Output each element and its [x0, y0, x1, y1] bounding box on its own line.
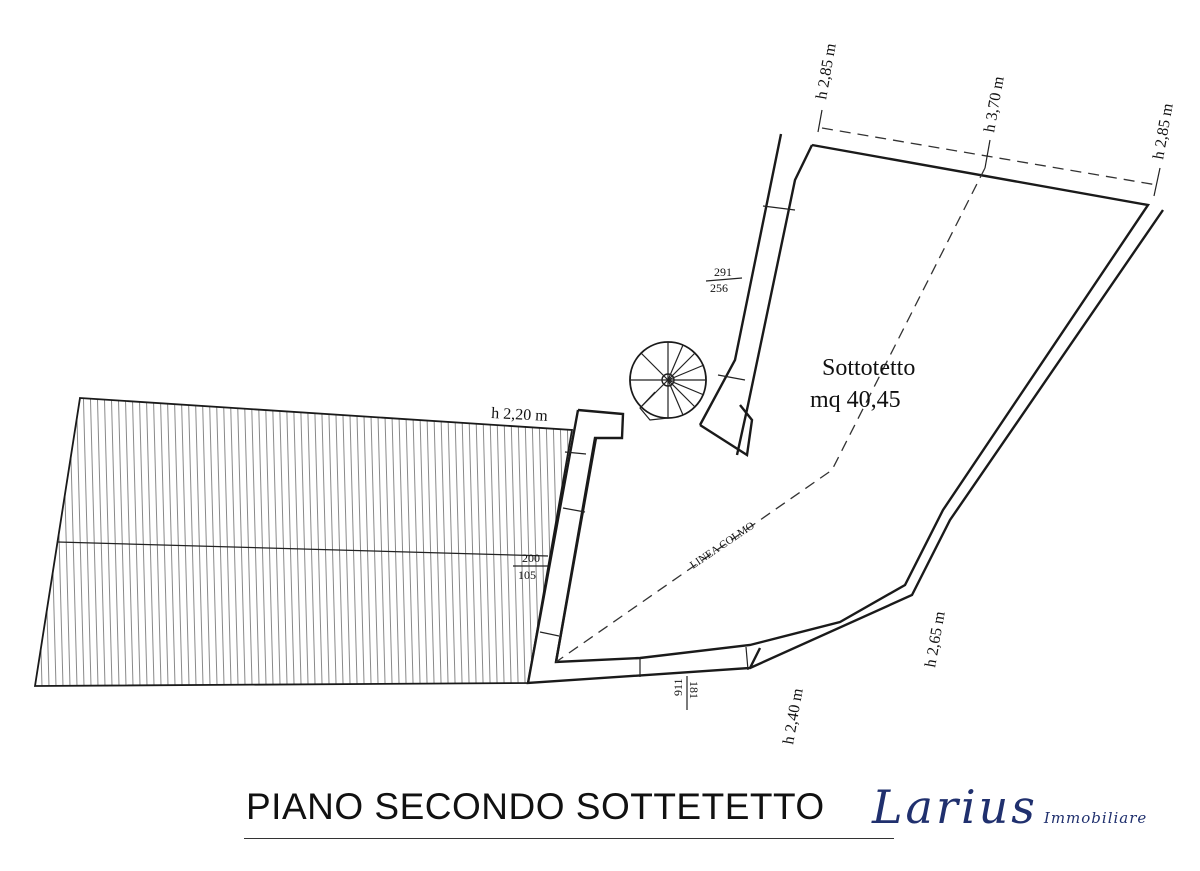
- title-underline: [244, 838, 894, 839]
- height-right: h 2,65 m: [922, 610, 949, 669]
- opening-marker-3: 911 181: [671, 676, 701, 710]
- svg-text:256: 256: [710, 281, 728, 295]
- brand-sub: Immobiliare: [1043, 809, 1148, 827]
- height-top-right: h 2,85 m: [1150, 102, 1177, 161]
- height-top-left: h 2,85 m: [813, 42, 840, 101]
- opening-marker-2: 200 105: [513, 551, 548, 582]
- svg-text:911: 911: [671, 678, 685, 696]
- svg-text:200: 200: [522, 551, 540, 565]
- ridge-label: LINEA COLMO: [688, 520, 757, 572]
- opening-marker-1: 291 256: [705, 265, 743, 295]
- svg-text:291: 291: [714, 265, 732, 279]
- room-area: mq 40,45: [810, 387, 901, 413]
- height-top-mid: h 3,70 m: [981, 75, 1008, 134]
- height-bottom: h 2,40 m: [780, 687, 807, 746]
- plan-title: PIANO SECONDO SOTTETETTO: [246, 786, 825, 827]
- ridge-line: [555, 167, 986, 663]
- svg-text:105: 105: [518, 568, 536, 582]
- height-left: h 2,20 m: [491, 405, 549, 425]
- hatched-roof-area: [33, 397, 574, 687]
- room-name: Sottotetto: [822, 355, 915, 381]
- top-dimension-line: [817, 109, 1161, 197]
- room-walls: [526, 133, 1164, 685]
- spiral-staircase: [629, 341, 707, 421]
- brand-name: Larius: [872, 780, 1038, 834]
- svg-text:181: 181: [687, 681, 701, 699]
